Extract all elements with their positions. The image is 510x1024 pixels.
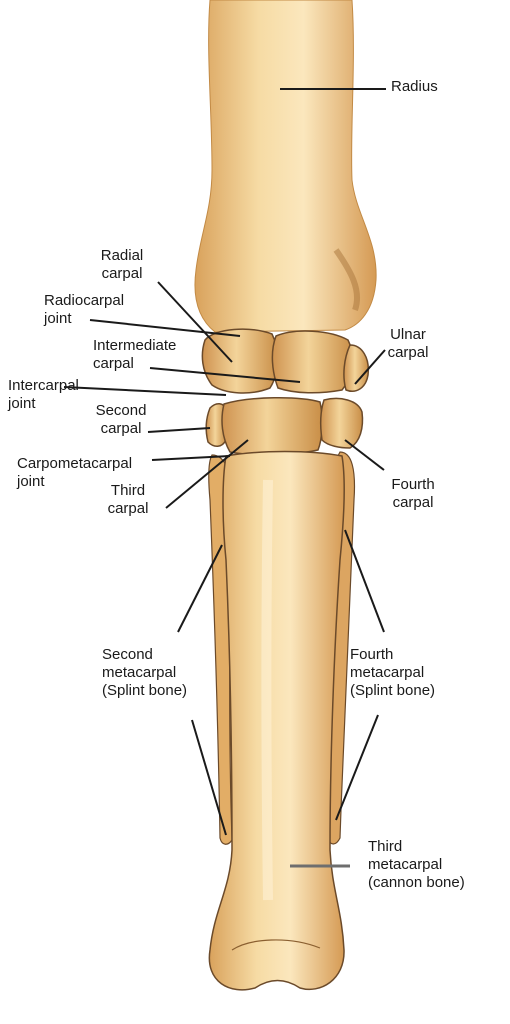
label-second-carpal-line2: carpal [100, 420, 142, 437]
leader-fourth-metacarpal-upper [344, 529, 385, 633]
radius-bone [194, 0, 377, 333]
radius-shadow [333, 248, 361, 311]
label-third-metacarpal-line3: (cannon bone) [368, 874, 465, 891]
leader-carpometacarpal-joint [151, 455, 231, 461]
label-radius-line1: Radius [391, 78, 438, 95]
leader-radiocarpal-joint [89, 319, 241, 337]
leader-fourth-carpal [344, 439, 385, 471]
label-intermediate-carpal-line2: carpal [93, 355, 134, 372]
label-third-metacarpal-line2: metacarpal [368, 856, 443, 873]
label-third-metacarpal-line1: Third [368, 838, 403, 855]
leader-radial-carpal [157, 281, 233, 363]
label-intercarpal-joint: Intercarpal joint [8, 377, 79, 413]
leader-lines [63, 88, 386, 836]
leader-ulnar-carpal [354, 349, 386, 385]
leader-third-carpal [165, 439, 249, 509]
label-carpometacarpal-joint: Carpometacarpal joint [17, 455, 132, 491]
second-carpal-bone [205, 403, 227, 447]
label-intercarpal-joint-line2: joint [8, 395, 36, 412]
label-fourth-metacarpal-line3: (Splint bone) [350, 682, 436, 699]
leader-second-metacarpal-upper [177, 544, 223, 633]
label-carpometacarpal-joint-line2: joint [17, 473, 45, 490]
label-second-metacarpal-line1: Second [102, 646, 153, 663]
label-radial-carpal-line2: carpal [101, 265, 143, 282]
leader-intercarpal-joint [63, 386, 227, 396]
third-metacarpal-bone [208, 450, 345, 991]
label-fourth-carpal-line2: carpal [392, 494, 434, 511]
label-radiocarpal-joint-line2: joint [44, 310, 72, 327]
third-carpal-bone [221, 397, 323, 456]
label-carpometacarpal-joint-line1: Carpometacarpal [17, 455, 133, 472]
label-third-metacarpal: Third metacarpal (cannon bone) [368, 838, 465, 892]
label-second-carpal: Second carpal [88, 402, 154, 438]
leader-second-metacarpal-lower [191, 719, 227, 836]
label-second-carpal-line1: Second [95, 402, 147, 419]
label-third-carpal: Third carpal [100, 482, 156, 518]
label-radial-carpal-line1: Radial [100, 247, 144, 264]
leader-intermediate-carpal [149, 367, 301, 383]
label-radius: Radius [391, 78, 438, 96]
label-fourth-metacarpal: Fourth metacarpal (Splint bone) [350, 646, 435, 700]
label-second-metacarpal-line3: (Splint bone) [102, 682, 188, 699]
cannon-bone-highlight [261, 479, 273, 901]
radial-carpal-bone [201, 328, 279, 394]
label-fourth-metacarpal-line1: Fourth [350, 646, 394, 663]
label-ulnar-carpal-line1: Ulnar [390, 326, 426, 343]
label-second-metacarpal: Second metacarpal (Splint bone) [102, 646, 187, 700]
leader-fourth-metacarpal-lower [335, 714, 379, 821]
fetlock-line [231, 939, 321, 951]
label-intermediate-carpal: Intermediate carpal [93, 337, 176, 373]
label-ulnar-carpal: Ulnar carpal [382, 326, 434, 362]
label-radiocarpal-joint-line1: Radiocarpal [44, 292, 125, 309]
label-ulnar-carpal-line2: carpal [387, 344, 429, 361]
label-second-metacarpal-line2: metacarpal [102, 664, 177, 681]
label-fourth-metacarpal-line2: metacarpal [350, 664, 425, 681]
intermediate-carpal-bone [271, 330, 354, 394]
ulnar-carpal-bone [343, 344, 370, 392]
fourth-carpal-bone [319, 397, 364, 449]
label-intermediate-carpal-line1: Intermediate [93, 337, 177, 354]
label-third-carpal-line2: carpal [107, 500, 149, 517]
leader-second-carpal [147, 427, 211, 433]
label-third-carpal-line1: Third [110, 482, 146, 499]
label-fourth-carpal: Fourth carpal [385, 476, 441, 512]
label-radiocarpal-joint: Radiocarpal joint [44, 292, 124, 328]
label-radial-carpal: Radial carpal [92, 247, 152, 283]
label-fourth-carpal-line1: Fourth [391, 476, 435, 493]
label-intercarpal-joint-line1: Intercarpal [8, 377, 79, 394]
